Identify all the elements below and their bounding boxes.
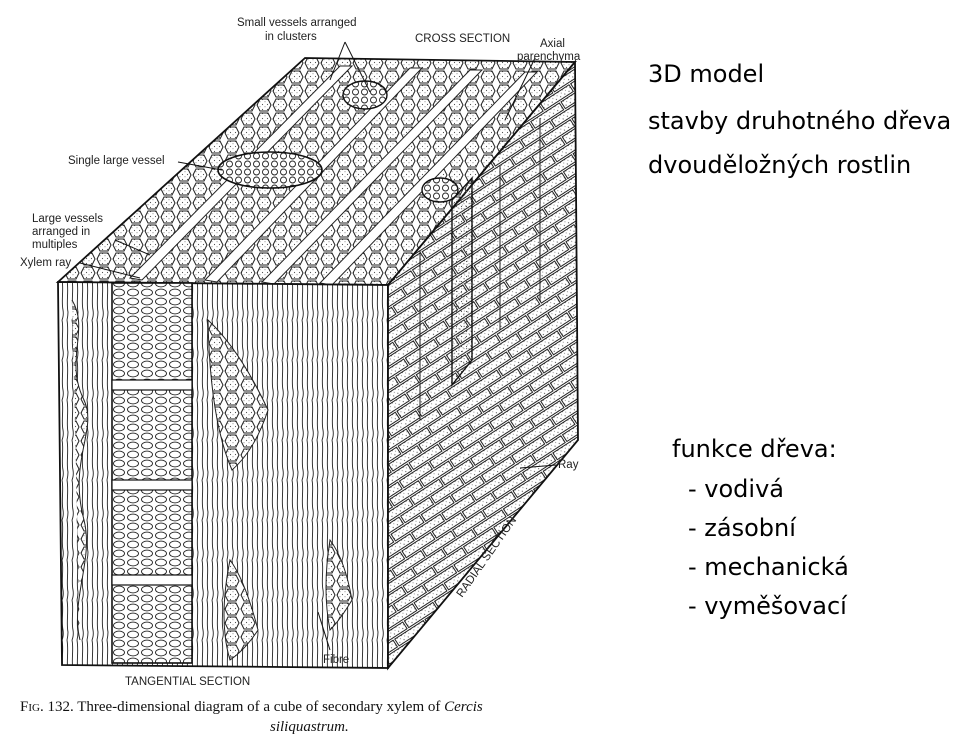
function-item: - vyměšovací — [688, 592, 847, 620]
label-axial-parenchyma: Axial — [540, 38, 565, 50]
label-ray: Ray — [558, 459, 579, 471]
xylem-cube-diagram: Small vessels arranged in clusters CROSS… — [20, 17, 581, 688]
slide-title-line: dvouděložných rostlin — [648, 151, 912, 179]
function-item: - zásobní — [688, 514, 796, 542]
label-cross-section: CROSS SECTION — [415, 33, 510, 45]
label-single-large-vessel: Single large vessel — [68, 155, 165, 167]
functions-heading: funkce dřeva: — [672, 435, 837, 463]
label-large-vessels: arranged in — [32, 226, 90, 238]
tangential-rays — [71, 299, 353, 661]
label-small-vessels: Small vessels arranged — [237, 17, 357, 29]
function-item: - vodivá — [688, 475, 784, 503]
label-tangential-section: TANGENTIAL SECTION — [125, 676, 250, 688]
radial-vessel — [451, 176, 473, 387]
slide-title-line: stavby druhotného dřeva — [648, 107, 952, 135]
label-large-vessels: Large vessels — [32, 213, 103, 225]
figure-caption: Fig. 132. Three-dimensional diagram of a… — [20, 697, 620, 737]
vessel-cluster — [421, 177, 459, 203]
radial-section-face — [387, 59, 579, 671]
large-vessel-multiples — [111, 282, 193, 664]
vessel-cluster — [342, 80, 388, 110]
caption-species: Cercis — [444, 699, 483, 715]
label-fibre: Fibre — [323, 654, 349, 666]
label-axial-parenchyma: parenchyma — [517, 51, 581, 63]
single-large-vessel — [217, 151, 323, 189]
caption-text: Three-dimensional diagram of a cube of s… — [77, 699, 441, 715]
label-small-vessels: in clusters — [265, 31, 317, 43]
leader-lines — [79, 41, 557, 651]
caption-species: siliquastrum. — [270, 719, 349, 735]
function-item: - mechanická — [688, 553, 849, 581]
label-large-vessels: multiples — [32, 239, 78, 251]
figure-number: Fig. 132. — [20, 699, 74, 715]
slide-title-line: 3D model — [648, 60, 765, 88]
label-xylem-ray: Xylem ray — [20, 257, 71, 269]
